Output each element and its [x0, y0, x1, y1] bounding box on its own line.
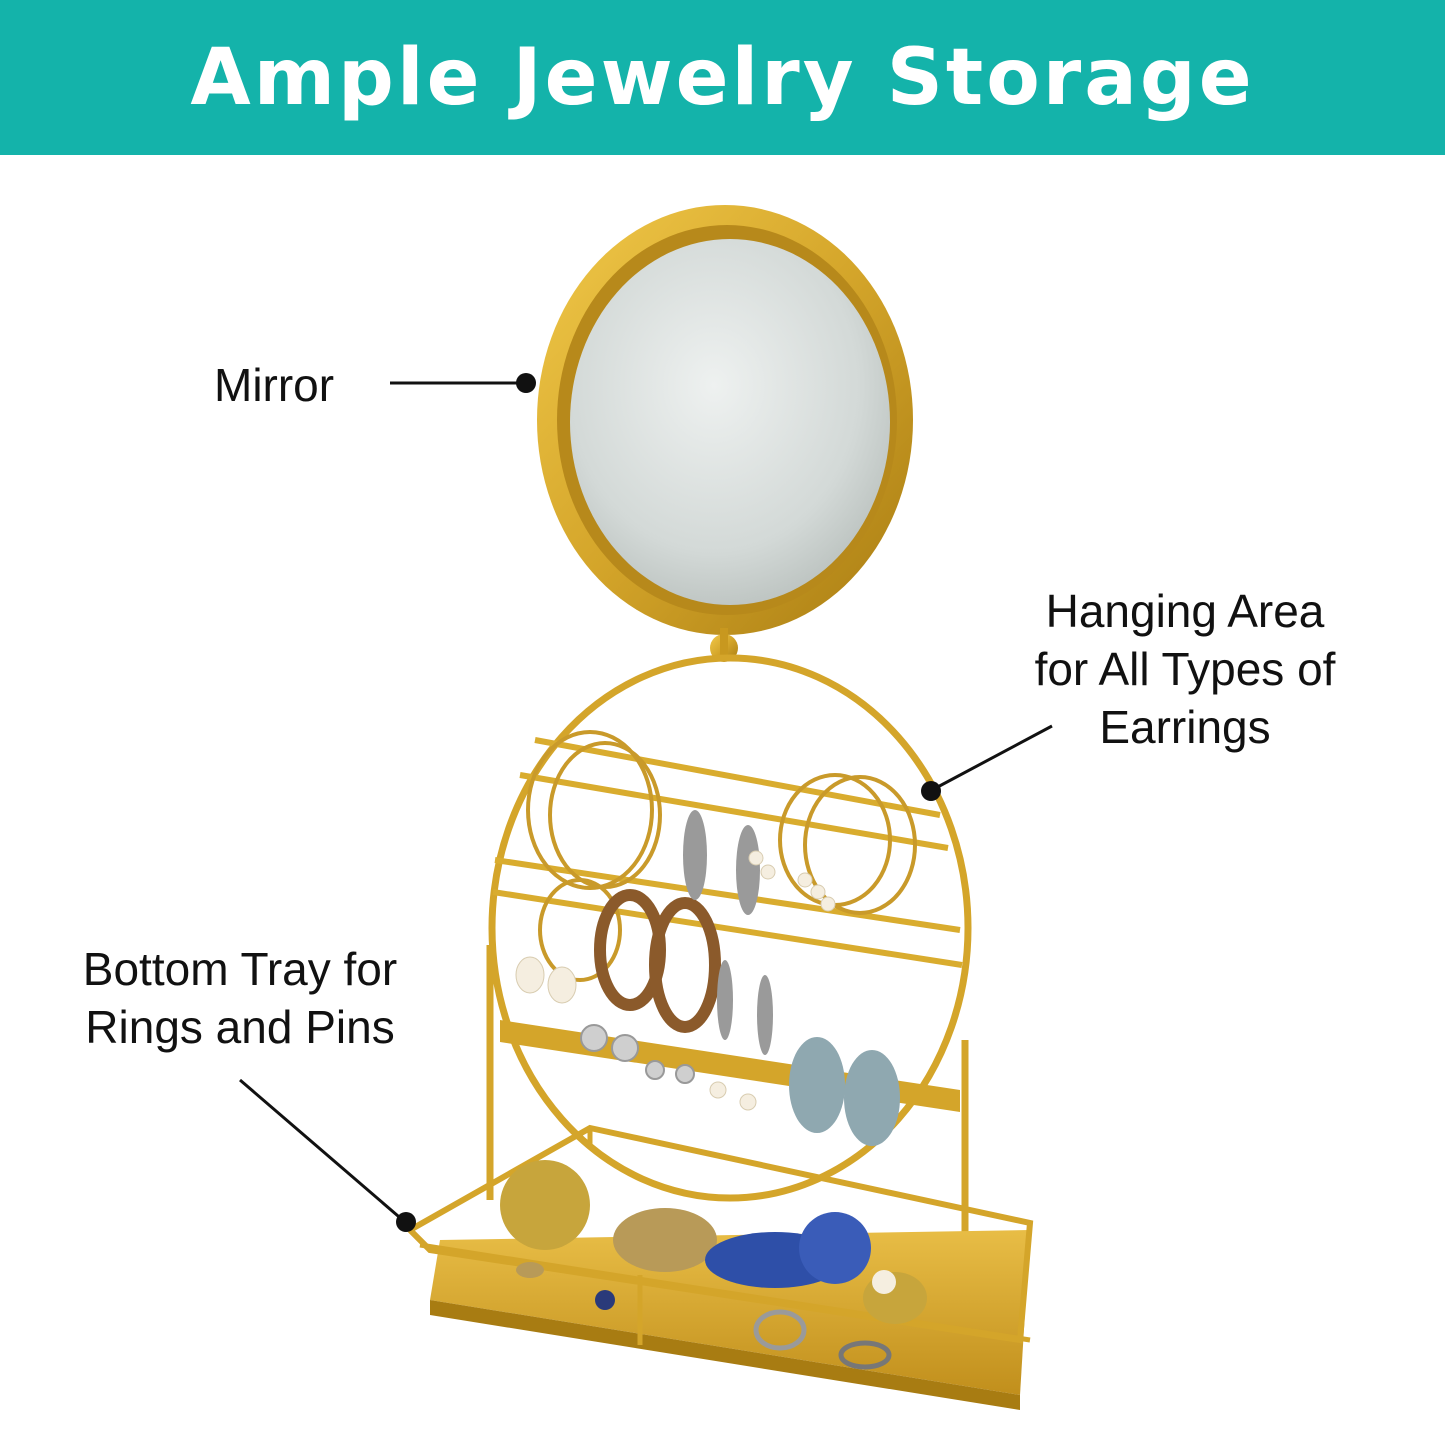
brooches-and-rings: [500, 1160, 927, 1370]
banner-title: Ample Jewelry Storage: [190, 32, 1255, 123]
bottom-tray-line-2: Rings and Pins: [85, 1001, 395, 1053]
tray-callout-line: [239, 1078, 406, 1224]
hoop-earrings: [526, 730, 917, 982]
tortoise-hoop-earrings: [594, 889, 721, 1033]
header-banner: Ample Jewelry Storage: [0, 0, 1445, 155]
hanging-callout-dot: [921, 781, 941, 801]
stud-earrings: [580, 1024, 695, 1084]
pearl-earrings: [515, 850, 836, 1111]
hanging-area-line-3: Earrings: [1099, 701, 1271, 753]
mirror: [537, 205, 913, 635]
callout-lines: [239, 373, 1053, 1232]
bottom-tray-callout-label: Bottom Tray for Rings and Pins: [40, 940, 440, 1056]
mirror-callout-label: Mirror: [214, 359, 335, 411]
bottom-tray-line-1: Bottom Tray for: [82, 943, 398, 995]
hanging-callout-line: [931, 724, 1053, 792]
dangle-earrings: [683, 810, 900, 1146]
tray-callout-dot: [396, 1212, 416, 1232]
hanging-area-callout-label: Hanging Area for All Types of Earrings: [990, 582, 1380, 756]
hanging-area-line-1: Hanging Area: [1045, 585, 1325, 637]
mirror-callout-dot: [516, 373, 536, 393]
mirror-stem: [720, 628, 728, 658]
hanging-area-line-2: for All Types of: [1034, 643, 1336, 695]
